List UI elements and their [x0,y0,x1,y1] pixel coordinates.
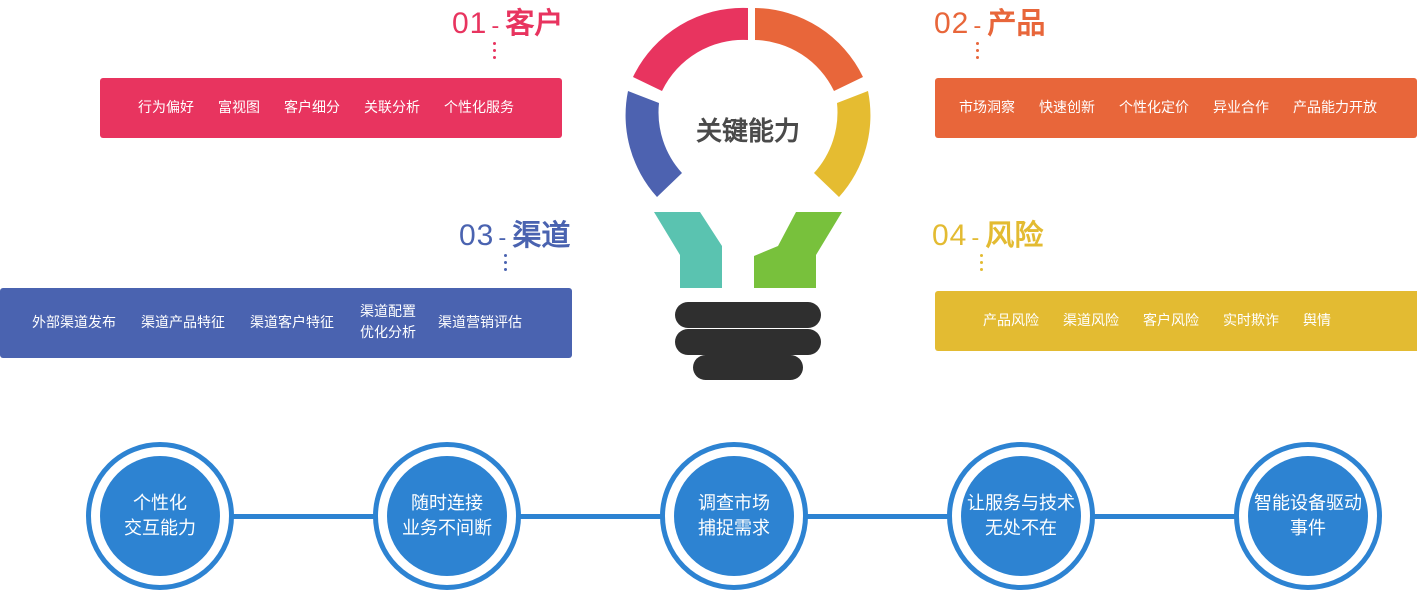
product-item: 个性化定价 [1119,99,1189,116]
timeline-node-label: 个性化 交互能力 [124,493,196,539]
heading-product-number: 02 [934,7,970,40]
timeline-connector [229,514,379,519]
risk-item: 舆情 [1303,312,1331,329]
risk-item: 产品风险 [983,312,1039,329]
customer-item: 行为偏好 [138,99,194,116]
bar-customer: 行为偏好 富视图 客户细分 关联分析 个性化服务 [100,78,562,138]
heading-customer-title: 客户 [505,6,564,40]
product-item: 异业合作 [1213,99,1269,116]
channel-item: 渠道产品特征 [141,314,225,331]
channel-item: 渠道配置优化分析 [360,304,416,341]
customer-item: 个性化服务 [444,99,514,116]
timeline-node-label: 让服务与技术 无处不在 [967,493,1075,539]
heading-customer: 01 - 客户 [452,0,563,40]
heading-channel-number: 03 [459,219,495,252]
channel-item: 渠道客户特征 [250,314,334,331]
dots-risk [980,254,984,275]
bar-risk: 产品风险 渠道风险 客户风险 实时欺诈 舆情 [935,291,1417,351]
customer-item: 客户细分 [284,99,340,116]
timeline-node: 调查市场 捕捉需求 [660,442,808,590]
bulb-segment-product [755,8,863,91]
timeline-node: 个性化 交互能力 [86,442,234,590]
risk-item: 实时欺诈 [1223,312,1279,329]
heading-risk: 04 - 风险 [932,212,1043,252]
heading-channel: 03 - 渠道 [459,212,570,252]
timeline-node-label: 调查市场 捕捉需求 [698,493,770,539]
bar-product: 市场洞察 快速创新 个性化定价 异业合作 产品能力开放 [935,78,1417,138]
bar-channel: 外部渠道发布 渠道产品特征 渠道客户特征 渠道配置优化分析 渠道营销评估 [0,288,572,358]
center-label: 关键能力 [696,116,800,147]
timeline-node-label: 随时连接 业务不间断 [402,493,492,539]
heading-product-dash: - [973,14,982,39]
timeline-connector [514,514,664,519]
timeline-node: 智能设备驱动 事件 [1234,442,1382,590]
heading-customer-number: 01 [452,7,488,40]
heading-channel-dash: - [498,226,507,251]
heading-product-title: 产品 [987,6,1046,40]
heading-risk-dash: - [971,226,980,251]
bulb-neck-teal [654,212,722,288]
timeline-connector [1088,514,1238,519]
timeline-node: 随时连接 业务不间断 [373,442,521,590]
product-item: 产品能力开放 [1293,99,1377,116]
heading-risk-title: 风险 [985,218,1044,252]
bulb-neck-green [754,212,842,288]
capability-timeline: 个性化 交互能力 随时连接 业务不间断 调查市场 捕捉需求 让服务与技术 无处不… [0,420,1417,601]
heading-channel-title: 渠道 [512,218,571,252]
timeline-node-label: 智能设备驱动 事件 [1254,493,1362,539]
dots-channel [504,254,508,275]
bulb-base-ring [675,302,821,328]
heading-customer-dash: - [491,14,500,39]
product-item: 快速创新 [1039,99,1095,116]
risk-item: 渠道风险 [1063,312,1119,329]
bulb-segment-customer [633,7,748,91]
channel-item: 渠道营销评估 [438,314,522,331]
product-item: 市场洞察 [959,99,1015,116]
heading-risk-number: 04 [932,219,968,252]
customer-item: 富视图 [218,99,260,116]
customer-item: 关联分析 [364,99,420,116]
dots-product [976,42,980,63]
bulb-base-ring [675,329,821,355]
lightbulb-graphic: 关键能力 [625,7,871,380]
channel-item: 外部渠道发布 [32,314,116,331]
dots-customer [493,42,497,63]
bulb-segment-channel [625,91,682,197]
bulb-base-cap [693,355,803,380]
timeline-node: 让服务与技术 无处不在 [947,442,1095,590]
risk-item: 客户风险 [1143,312,1199,329]
timeline-connector [801,514,951,519]
bulb-segment-risk [814,91,871,197]
heading-product: 02 - 产品 [934,0,1045,40]
